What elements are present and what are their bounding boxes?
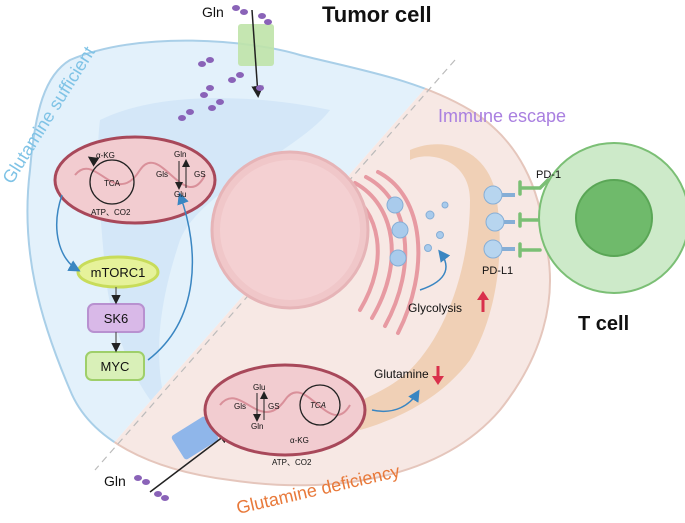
mito-top-akg: α-KG xyxy=(96,151,115,160)
mito-top-tca: TCA xyxy=(104,179,121,188)
pd1-label: PD-1 xyxy=(536,169,561,181)
mtorc1-label: mTORC1 xyxy=(91,265,146,280)
mito-top-glu: Glu xyxy=(174,190,186,199)
mito-bottom-akg: α-KG xyxy=(290,436,309,445)
gln-influx-arrow-top xyxy=(251,9,264,98)
glutamine-label: Glutamine xyxy=(374,367,429,381)
mitochondrion-bottom xyxy=(203,363,367,457)
glutamine-transporter-bottom xyxy=(171,416,219,460)
mito-top-gs: GS xyxy=(194,170,206,179)
myc-label: MYC xyxy=(101,359,130,374)
glycolysis-to-pdl1-arrow xyxy=(419,249,451,291)
t-cell-label: T cell xyxy=(578,313,629,335)
mito-top-atp: ATP、CO2 xyxy=(91,208,131,217)
immune-escape-label: Immune escape xyxy=(438,106,566,126)
glutamine-down-arrow xyxy=(432,366,444,385)
mito-bottom-gln: Gln xyxy=(251,422,263,431)
myc-to-mito-arrow xyxy=(147,192,194,361)
region-divider xyxy=(94,59,456,471)
title-tumor-cell: Tumor cell xyxy=(322,2,432,27)
mito-bottom-gls: Gls xyxy=(234,402,246,411)
mito-top-gls: Gls xyxy=(156,170,168,179)
gln-top-label: Gln xyxy=(202,4,224,20)
mito-bottom-tca: TCA xyxy=(310,401,326,410)
glutamine-transporter-top xyxy=(238,24,274,66)
mitochondrion-top xyxy=(53,135,217,225)
gln-molecules-top xyxy=(178,5,272,121)
pdl1-vesicles xyxy=(386,196,449,267)
mito-to-mtorc1-arrow xyxy=(56,194,81,272)
mito-bottom-glu: Glu xyxy=(253,383,265,392)
mito-top-gln: Gln xyxy=(174,150,186,159)
mito-to-glutamine-arrow xyxy=(371,389,420,412)
glycolysis-label: Glycolysis xyxy=(408,301,462,315)
mtorc1-node xyxy=(76,255,160,289)
endoplasmic-band xyxy=(340,144,500,431)
pdl1-label: PD-L1 xyxy=(482,265,513,277)
t-cell xyxy=(538,142,685,294)
pdl1-receptors xyxy=(483,185,515,259)
sk6-label: SK6 xyxy=(104,311,129,326)
mito-bottom-atp: ATP、CO2 xyxy=(272,458,312,467)
gln-influx-arrow-bottom xyxy=(149,431,231,493)
gln-bottom-label: Gln xyxy=(104,473,126,489)
mito-bottom-gs: GS xyxy=(268,402,280,411)
glycolysis-up-arrow xyxy=(477,291,489,312)
pd1-receptors xyxy=(518,178,550,258)
